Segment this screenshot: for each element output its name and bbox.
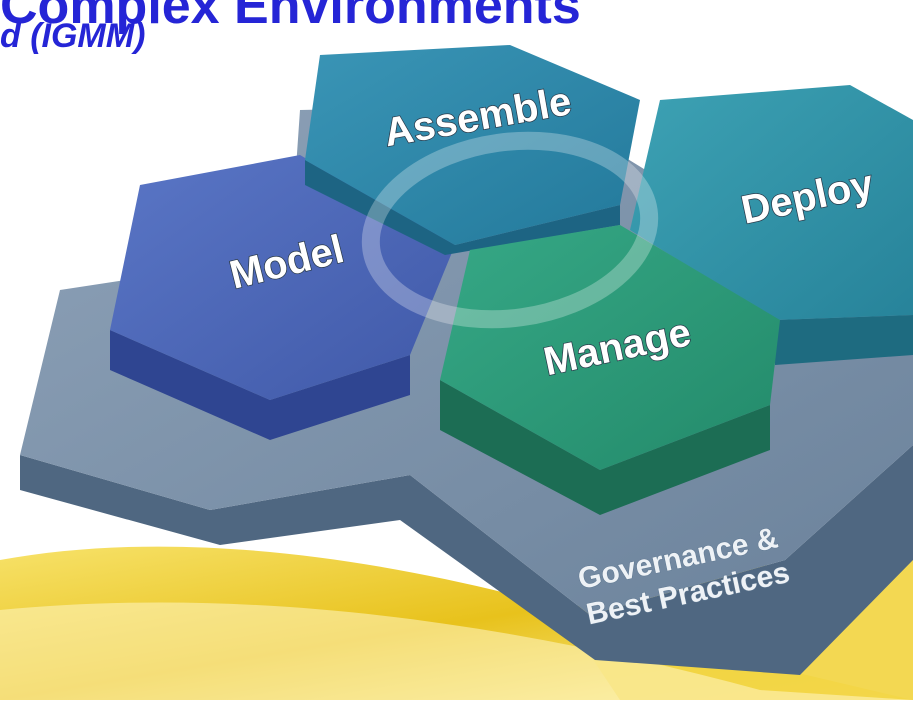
- manage-hex[interactable]: [440, 225, 780, 470]
- assemble-hex-side: [305, 160, 620, 255]
- assemble-hex[interactable]: [305, 45, 640, 245]
- page-title: Complex Environments: [0, 0, 581, 35]
- governance-base-side: [20, 445, 913, 675]
- deploy-hex-side: [775, 315, 913, 365]
- deploy-hex[interactable]: [630, 85, 913, 320]
- model-hex-side: [110, 330, 410, 440]
- cycle-ring: [361, 131, 659, 329]
- manage-hex-side: [440, 380, 770, 515]
- page-subtitle: d (IGMM): [0, 17, 146, 55]
